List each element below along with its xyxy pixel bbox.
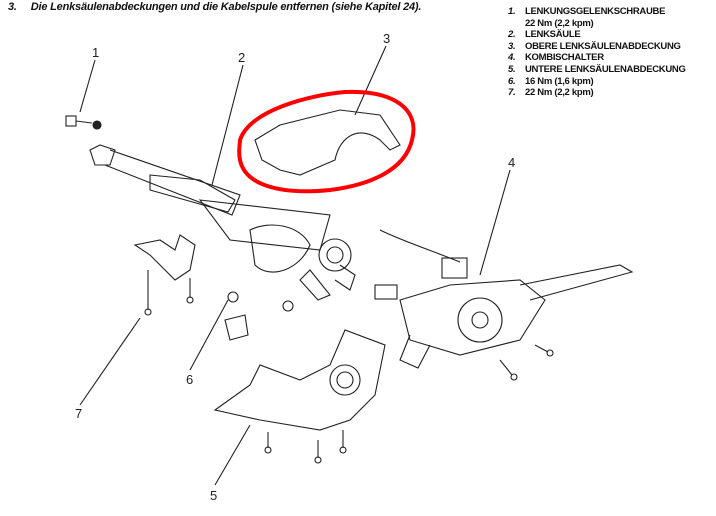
legend-text: UNTERE LENKSÄULENABDECKUNG xyxy=(525,63,686,75)
callout-2: 2 xyxy=(238,50,245,65)
legend-item: 1. LENKUNGSGELENKSCHRAUBE xyxy=(508,6,686,18)
callout-6: 6 xyxy=(186,372,193,387)
callout-5: 5 xyxy=(210,488,217,503)
steering-joint-bolt xyxy=(65,115,102,130)
legend-item: 6. 16 Nm (1,6 kpm) xyxy=(508,76,686,88)
legend-item: 4. KOMBISCHALTER xyxy=(508,52,686,64)
legend-num: 6. xyxy=(508,75,516,87)
upper-column-cover xyxy=(254,109,401,176)
step-number: 3. xyxy=(8,1,17,13)
torque-bolts-6 xyxy=(224,291,294,341)
legend-item: 2. LENKSÄULE xyxy=(508,29,686,41)
legend-text: 22 Nm (2,2 kpm) xyxy=(525,87,594,99)
legend-num: 1. xyxy=(508,6,516,17)
leader-lines xyxy=(79,45,511,486)
legend-text: LENKUNGSGELENKSCHRAUBE xyxy=(525,6,666,17)
combination-switch xyxy=(374,229,634,381)
legend-item: 5. UNTERE LENKSÄULENABDECKUNG xyxy=(508,64,686,76)
legend-num: 5. xyxy=(508,63,516,75)
callout-4: 4 xyxy=(508,155,515,170)
column-bracket xyxy=(133,234,196,316)
legend-num: 3. xyxy=(508,40,516,52)
callout-3: 3 xyxy=(383,31,390,46)
legend-num: 4. xyxy=(508,52,516,64)
legend-text: OBERE LENKSÄULENABDECKUNG xyxy=(525,40,681,52)
legend-text: LENKSÄULE xyxy=(525,29,581,41)
legend-num: 7. xyxy=(508,87,516,99)
legend-num: 2. xyxy=(508,29,516,41)
callout-1: 1 xyxy=(92,45,99,60)
legend-item: 7. 22 Nm (2,2 kpm) xyxy=(508,87,686,99)
callout-7: 7 xyxy=(75,406,82,421)
instruction-step: 3. Die Lenksäulenabdeckungen und die Kabe… xyxy=(8,1,421,13)
legend-text: KOMBISCHALTER xyxy=(525,52,604,64)
step-text: Die Lenksäulenabdeckungen und die Kabels… xyxy=(30,1,422,13)
legend-text: 16 Nm (1,6 kpm) xyxy=(525,75,594,87)
legend-subtext: 22 Nm (2,2 kpm) xyxy=(525,17,594,29)
lower-column-cover xyxy=(213,329,386,464)
legend-item: 3. OBERE LENKSÄULENABDECKUNG xyxy=(508,41,686,53)
steering-column xyxy=(89,144,356,301)
highlight-circle xyxy=(237,89,416,194)
parts-legend: 1. LENKUNGSGELENKSCHRAUBE 22 Nm (2,2 kpm)… xyxy=(508,6,686,99)
